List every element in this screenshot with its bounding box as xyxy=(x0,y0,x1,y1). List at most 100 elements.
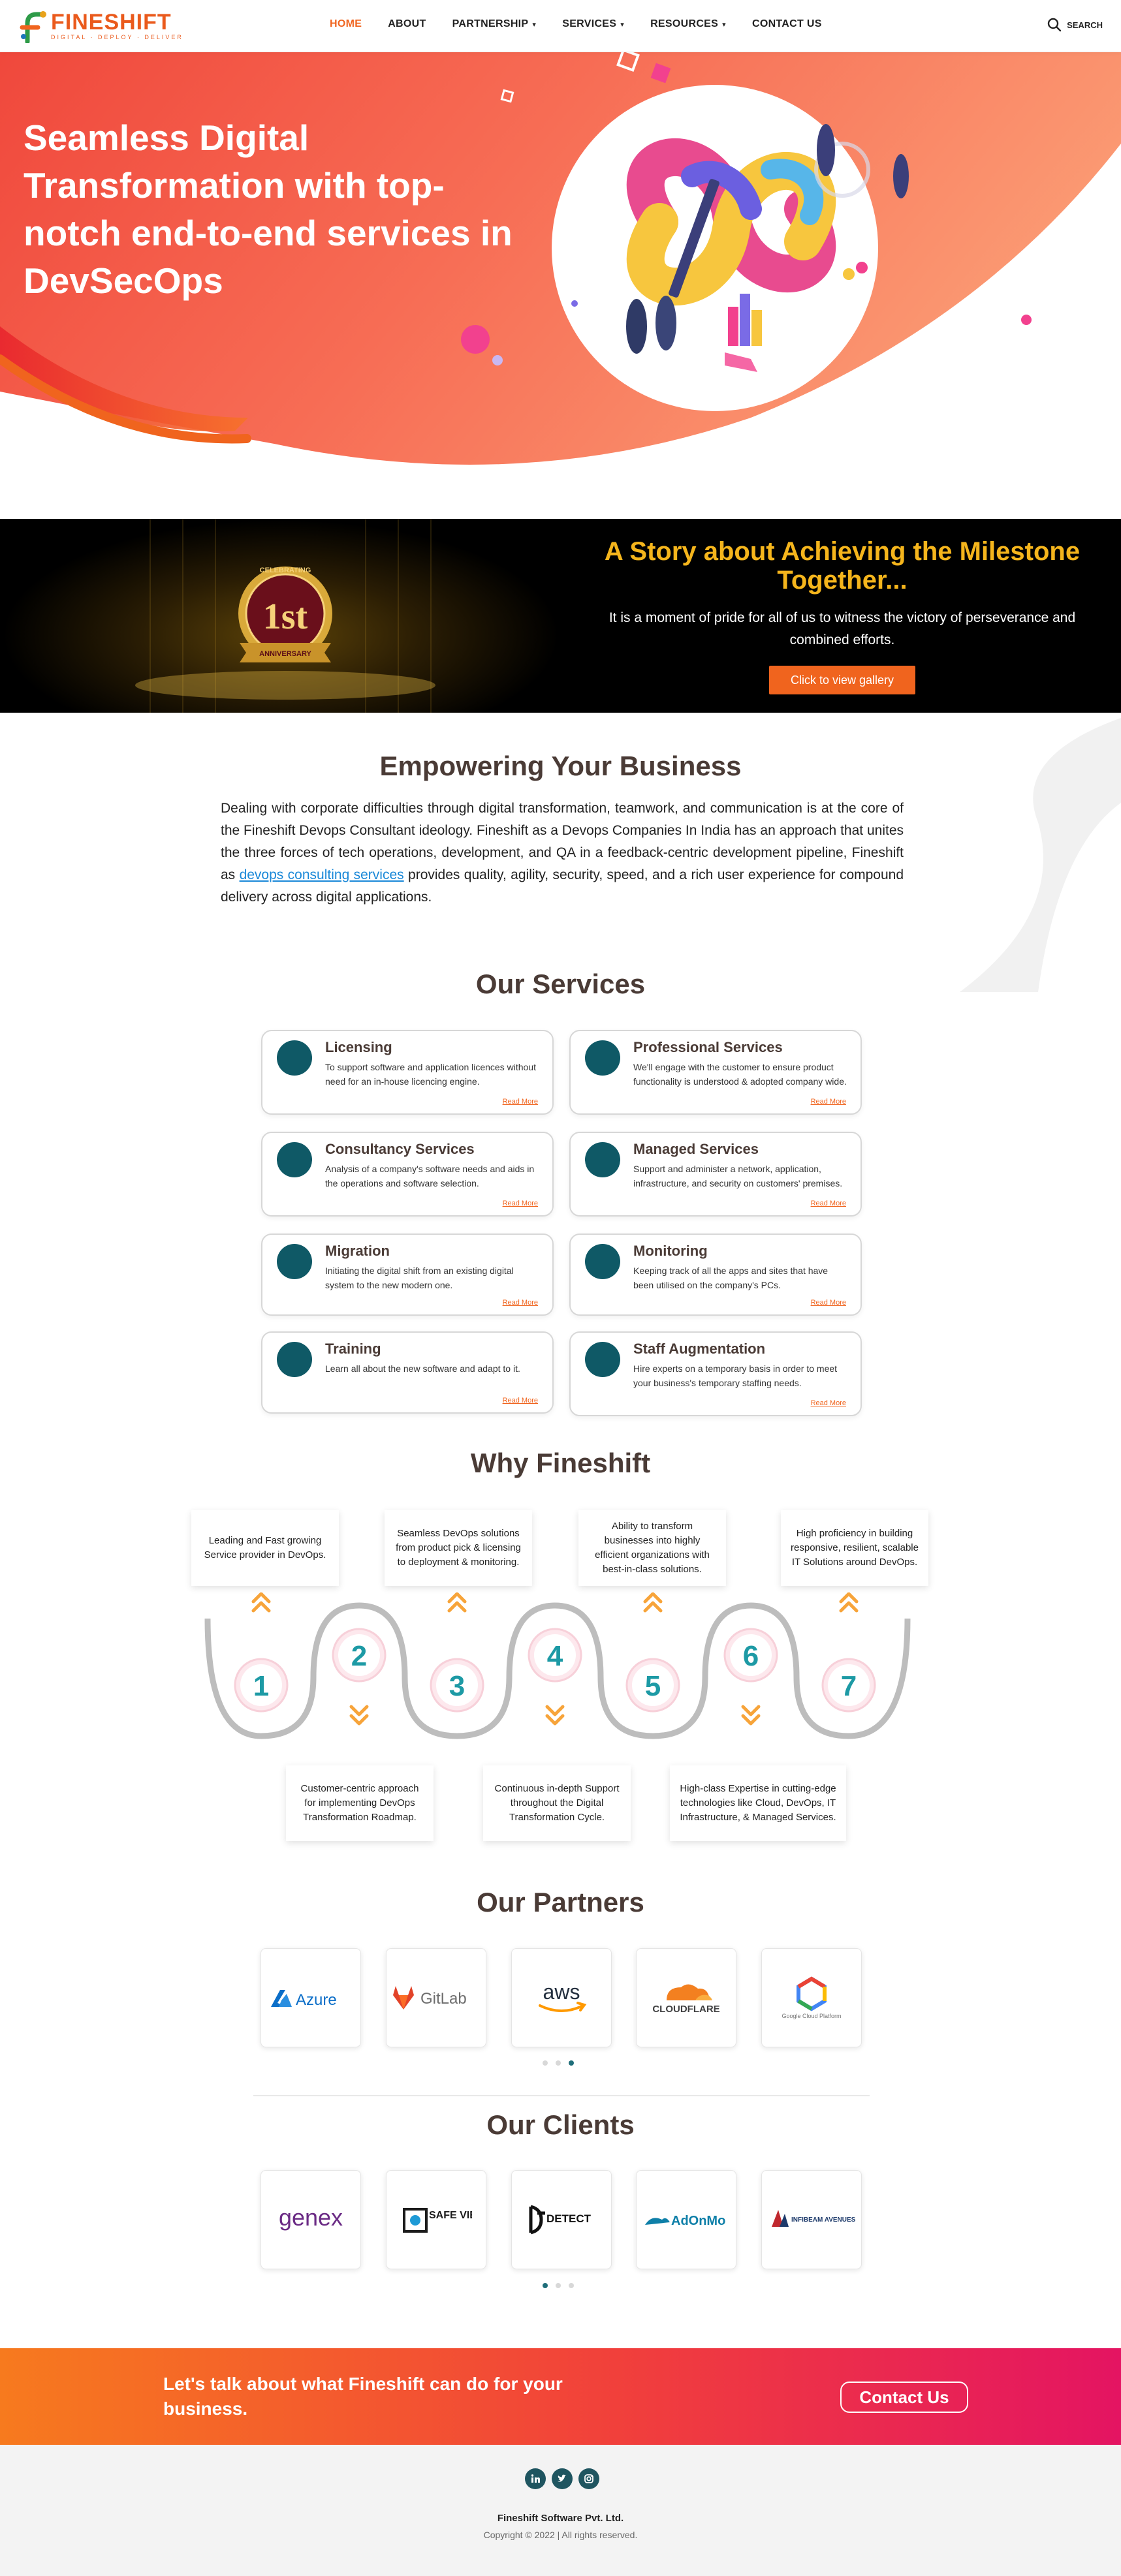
devops-consulting-link[interactable]: devops consulting services xyxy=(239,867,404,882)
service-card-managed[interactable]: Managed Services Support and administer … xyxy=(569,1132,862,1217)
carousel-dot[interactable] xyxy=(556,2283,561,2288)
instagram-icon[interactable] xyxy=(578,2468,599,2489)
service-desc: Support and administer a network, applic… xyxy=(633,1164,843,1188)
cta-banner: Let's talk about what Fineshift can do f… xyxy=(0,2348,1121,2445)
read-more-link[interactable]: Read More xyxy=(810,1098,846,1106)
training-icon xyxy=(277,1342,312,1377)
read-more-link[interactable]: Read More xyxy=(502,1200,538,1207)
social-links xyxy=(525,2468,599,2489)
fineshift-logo[interactable]: FINESHIFT DIGITAL · DEPLOY · DELIVER xyxy=(18,8,183,43)
partner-logo-google-cloud[interactable]: Google Cloud Platform xyxy=(761,1948,862,2047)
carousel-dot-active[interactable] xyxy=(569,2060,574,2066)
google-cloud-logo: Google Cloud Platform xyxy=(782,1976,842,2019)
view-gallery-button[interactable]: Click to view gallery xyxy=(769,666,915,694)
partner-name: Azure xyxy=(296,1991,337,2009)
banner-gold-backdrop: CELEBRATING 1st ANNIVERSARY xyxy=(0,519,561,713)
service-card-monitoring[interactable]: Monitoring Keeping track of all the apps… xyxy=(569,1234,862,1316)
client-name: INFIBEAM AVENUES xyxy=(791,2216,855,2224)
service-title: Staff Augmentation xyxy=(633,1341,766,1357)
search-button[interactable]: SEARCH xyxy=(1047,18,1103,32)
cloudflare-logo: CLOUDFLARE xyxy=(652,1984,720,2015)
read-more-link[interactable]: Read More xyxy=(810,1299,846,1307)
nav-contact[interactable]: CONTACT US xyxy=(751,18,822,29)
carousel-dot[interactable] xyxy=(569,2283,574,2288)
service-desc: To support software and application lice… xyxy=(325,1062,536,1087)
service-card-migration[interactable]: Migration Initiating the digital shift f… xyxy=(261,1234,554,1316)
about-text-part1: Dealing with corporate difficulties thro… xyxy=(221,801,904,882)
chevron-down-icon: ▾ xyxy=(532,21,537,29)
client-name: SAFE VIEW xyxy=(429,2210,472,2221)
partner-logo-aws[interactable]: aws xyxy=(511,1948,612,2047)
carousel-dot[interactable] xyxy=(543,2060,548,2066)
about-text-part2: provides quality, agility, security, spe… xyxy=(221,867,904,905)
nav-resources-label: RESOURCES xyxy=(650,18,719,29)
service-card-professional[interactable]: Professional Services We'll engage with … xyxy=(569,1030,862,1115)
section-divider xyxy=(253,2095,870,2096)
why-title: Why Fineshift xyxy=(470,1448,651,1478)
badge-number: 1st xyxy=(263,597,308,637)
carousel-dot-active[interactable] xyxy=(543,2283,548,2288)
why-point: Continuous in-depth Support throughout t… xyxy=(483,1765,631,1841)
logo-text: FINESHIFT xyxy=(51,10,172,35)
read-more-link[interactable]: Read More xyxy=(810,1399,846,1407)
service-card-consultancy[interactable]: Consultancy Services Analysis of a compa… xyxy=(261,1132,554,1217)
logo-tagline: DIGITAL · DEPLOY · DELIVER xyxy=(51,34,183,40)
nav-about[interactable]: ABOUT xyxy=(388,18,426,29)
service-title: Managed Services xyxy=(633,1141,759,1157)
service-card-staff-augmentation[interactable]: Staff Augmentation Hire experts on a tem… xyxy=(569,1331,862,1416)
why-point: Customer-centric approach for implementi… xyxy=(286,1765,434,1841)
partner-logo-cloudflare[interactable]: CLOUDFLARE xyxy=(636,1948,736,2047)
footer-copyright: Copyright © 2022 | All rights reserved. xyxy=(483,2530,638,2540)
service-title: Licensing xyxy=(325,1039,392,1055)
step-number: 1 xyxy=(253,1670,269,1702)
chevron-down-icon xyxy=(545,1705,565,1726)
banner-title: A Story about Achieving the Milestone To… xyxy=(604,537,1081,595)
nav-home[interactable]: HOME xyxy=(330,18,362,29)
infinity-illustration xyxy=(626,124,909,372)
step-number: 3 xyxy=(449,1670,465,1702)
service-title: Monitoring xyxy=(633,1243,708,1259)
partner-logo-gitlab[interactable]: GitLab xyxy=(386,1948,486,2047)
nav-services[interactable]: SERVICES▾ xyxy=(562,18,624,30)
client-logo-genex[interactable]: genex xyxy=(261,2170,361,2269)
nav-resources[interactable]: RESOURCES▾ xyxy=(650,18,726,30)
client-name: AdOnMo xyxy=(671,2214,725,2228)
read-more-link[interactable]: Read More xyxy=(502,1098,538,1106)
why-point: High-class Expertise in cutting-edge tec… xyxy=(670,1765,846,1841)
twitter-icon[interactable] xyxy=(552,2468,573,2489)
adonmo-logo: AdOnMo xyxy=(645,2214,725,2228)
client-logo-infibeam[interactable]: INFIBEAM AVENUES xyxy=(761,2170,862,2269)
chevron-down-icon: ▾ xyxy=(722,21,726,29)
safeview-logo: SAFE VIEW xyxy=(403,2208,472,2233)
service-card-licensing[interactable]: Licensing To support software and applic… xyxy=(261,1030,554,1115)
partner-name: aws xyxy=(543,1980,580,2004)
linkedin-icon[interactable] xyxy=(525,2468,546,2489)
staff-icon xyxy=(585,1342,620,1377)
anniversary-badge: CELEBRATING 1st ANNIVERSARY xyxy=(135,519,435,713)
step-number: 4 xyxy=(547,1640,563,1672)
client-name: DETECT xyxy=(546,2212,592,2225)
nav-partnership[interactable]: PARTNERSHIP▾ xyxy=(452,18,537,30)
chevron-down-icon: ▾ xyxy=(620,21,625,29)
hero-title: Seamless Digital Transformation with top… xyxy=(24,117,513,301)
handshake-icon xyxy=(585,1040,620,1076)
client-logo-adonmo[interactable]: AdOnMo xyxy=(636,2170,736,2269)
service-title: Training xyxy=(325,1341,381,1357)
aws-logo: aws xyxy=(539,1980,587,2012)
service-title: Consultancy Services xyxy=(325,1141,475,1157)
read-more-link[interactable]: Read More xyxy=(502,1397,538,1404)
client-logo-detect[interactable]: DETECT xyxy=(511,2170,612,2269)
contact-us-button[interactable]: Contact Us xyxy=(840,2382,968,2413)
cta-text: Let's talk about what Fineshift can do f… xyxy=(163,2374,563,2419)
logo-f-icon xyxy=(20,11,46,43)
carousel-dot[interactable] xyxy=(556,2060,561,2066)
about-title: Empowering Your Business xyxy=(379,751,742,781)
client-logo-safeview[interactable]: SAFE VIEW xyxy=(386,2170,486,2269)
badge-top-text: CELEBRATING xyxy=(260,566,311,574)
monitoring-icon xyxy=(585,1244,620,1279)
chevron-down-icon xyxy=(349,1705,369,1726)
read-more-link[interactable]: Read More xyxy=(502,1299,538,1307)
service-card-training[interactable]: Training Learn all about the new softwar… xyxy=(261,1331,554,1414)
read-more-link[interactable]: Read More xyxy=(810,1200,846,1207)
partner-logo-azure[interactable]: Azure xyxy=(261,1948,361,2047)
